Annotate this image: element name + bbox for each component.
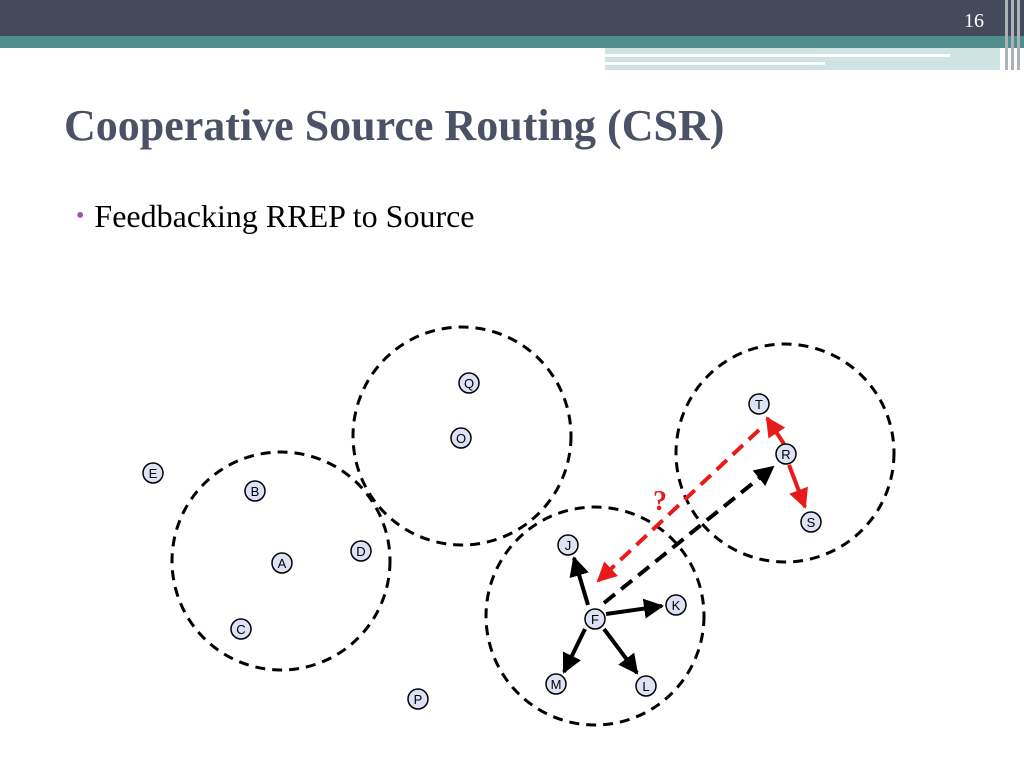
node-s: S bbox=[800, 511, 822, 533]
node-m: M bbox=[545, 673, 567, 695]
arrow-red-r-s bbox=[787, 464, 808, 509]
slide-title: Cooperative Source Routing (CSR) bbox=[64, 101, 725, 150]
svg-text:A: A bbox=[278, 556, 287, 571]
slide-number: 16 bbox=[964, 10, 984, 32]
node-b: B bbox=[244, 480, 266, 502]
node-p: P bbox=[407, 688, 429, 710]
svg-text:C: C bbox=[236, 622, 245, 637]
svg-text:S: S bbox=[807, 515, 816, 530]
node-k: K bbox=[665, 594, 687, 616]
node-f: F bbox=[584, 608, 606, 630]
range-circle-a bbox=[170, 450, 392, 672]
header-bar bbox=[0, 0, 1024, 36]
bullet-text: Feedbacking RREP to Source bbox=[94, 198, 475, 234]
header-vertical-bar bbox=[1017, 0, 1020, 70]
svg-text:M: M bbox=[551, 677, 562, 692]
node-a: A bbox=[271, 552, 293, 574]
header-vertical-bar bbox=[1011, 0, 1014, 70]
node-e: E bbox=[142, 462, 164, 484]
arrow-f-m bbox=[562, 628, 587, 674]
svg-text:E: E bbox=[149, 466, 158, 481]
range-circle-f bbox=[484, 505, 706, 727]
range-circle-q bbox=[351, 325, 573, 547]
node-c: C bbox=[230, 618, 252, 640]
svg-text:B: B bbox=[251, 484, 260, 499]
node-r: R bbox=[775, 443, 797, 465]
svg-text:R: R bbox=[781, 447, 790, 462]
question-mark: ? bbox=[653, 486, 667, 517]
svg-text:T: T bbox=[755, 397, 763, 412]
svg-text:Q: Q bbox=[464, 376, 474, 391]
header-stripe bbox=[605, 54, 950, 57]
bullet-item: • Feedbacking RREP to Source bbox=[76, 198, 475, 235]
node-o: O bbox=[450, 427, 472, 449]
svg-text:D: D bbox=[356, 544, 365, 559]
arrow-f-l bbox=[602, 627, 639, 675]
arrow-f-r-dashed bbox=[602, 465, 775, 605]
svg-text:O: O bbox=[456, 431, 466, 446]
node-l: L bbox=[635, 675, 657, 697]
node-q: Q bbox=[458, 372, 480, 394]
arrow-f-k bbox=[605, 598, 664, 619]
svg-text:L: L bbox=[642, 679, 649, 694]
node-j: J bbox=[557, 534, 579, 556]
header-teal-band bbox=[0, 36, 1024, 48]
arrow-red-t-f bbox=[596, 428, 761, 583]
arrow-red-r-t bbox=[765, 416, 786, 446]
svg-text:K: K bbox=[672, 598, 681, 613]
node-d: D bbox=[350, 540, 372, 562]
svg-text:J: J bbox=[565, 538, 572, 553]
svg-text:P: P bbox=[414, 692, 423, 707]
range-circle-r bbox=[674, 342, 896, 564]
arrow-f-j bbox=[569, 556, 590, 606]
node-t: T bbox=[748, 393, 770, 415]
bullet-icon: • bbox=[76, 203, 85, 229]
svg-text:F: F bbox=[591, 612, 599, 627]
header-stripe bbox=[605, 62, 825, 65]
header-vertical-bar bbox=[1005, 0, 1008, 70]
